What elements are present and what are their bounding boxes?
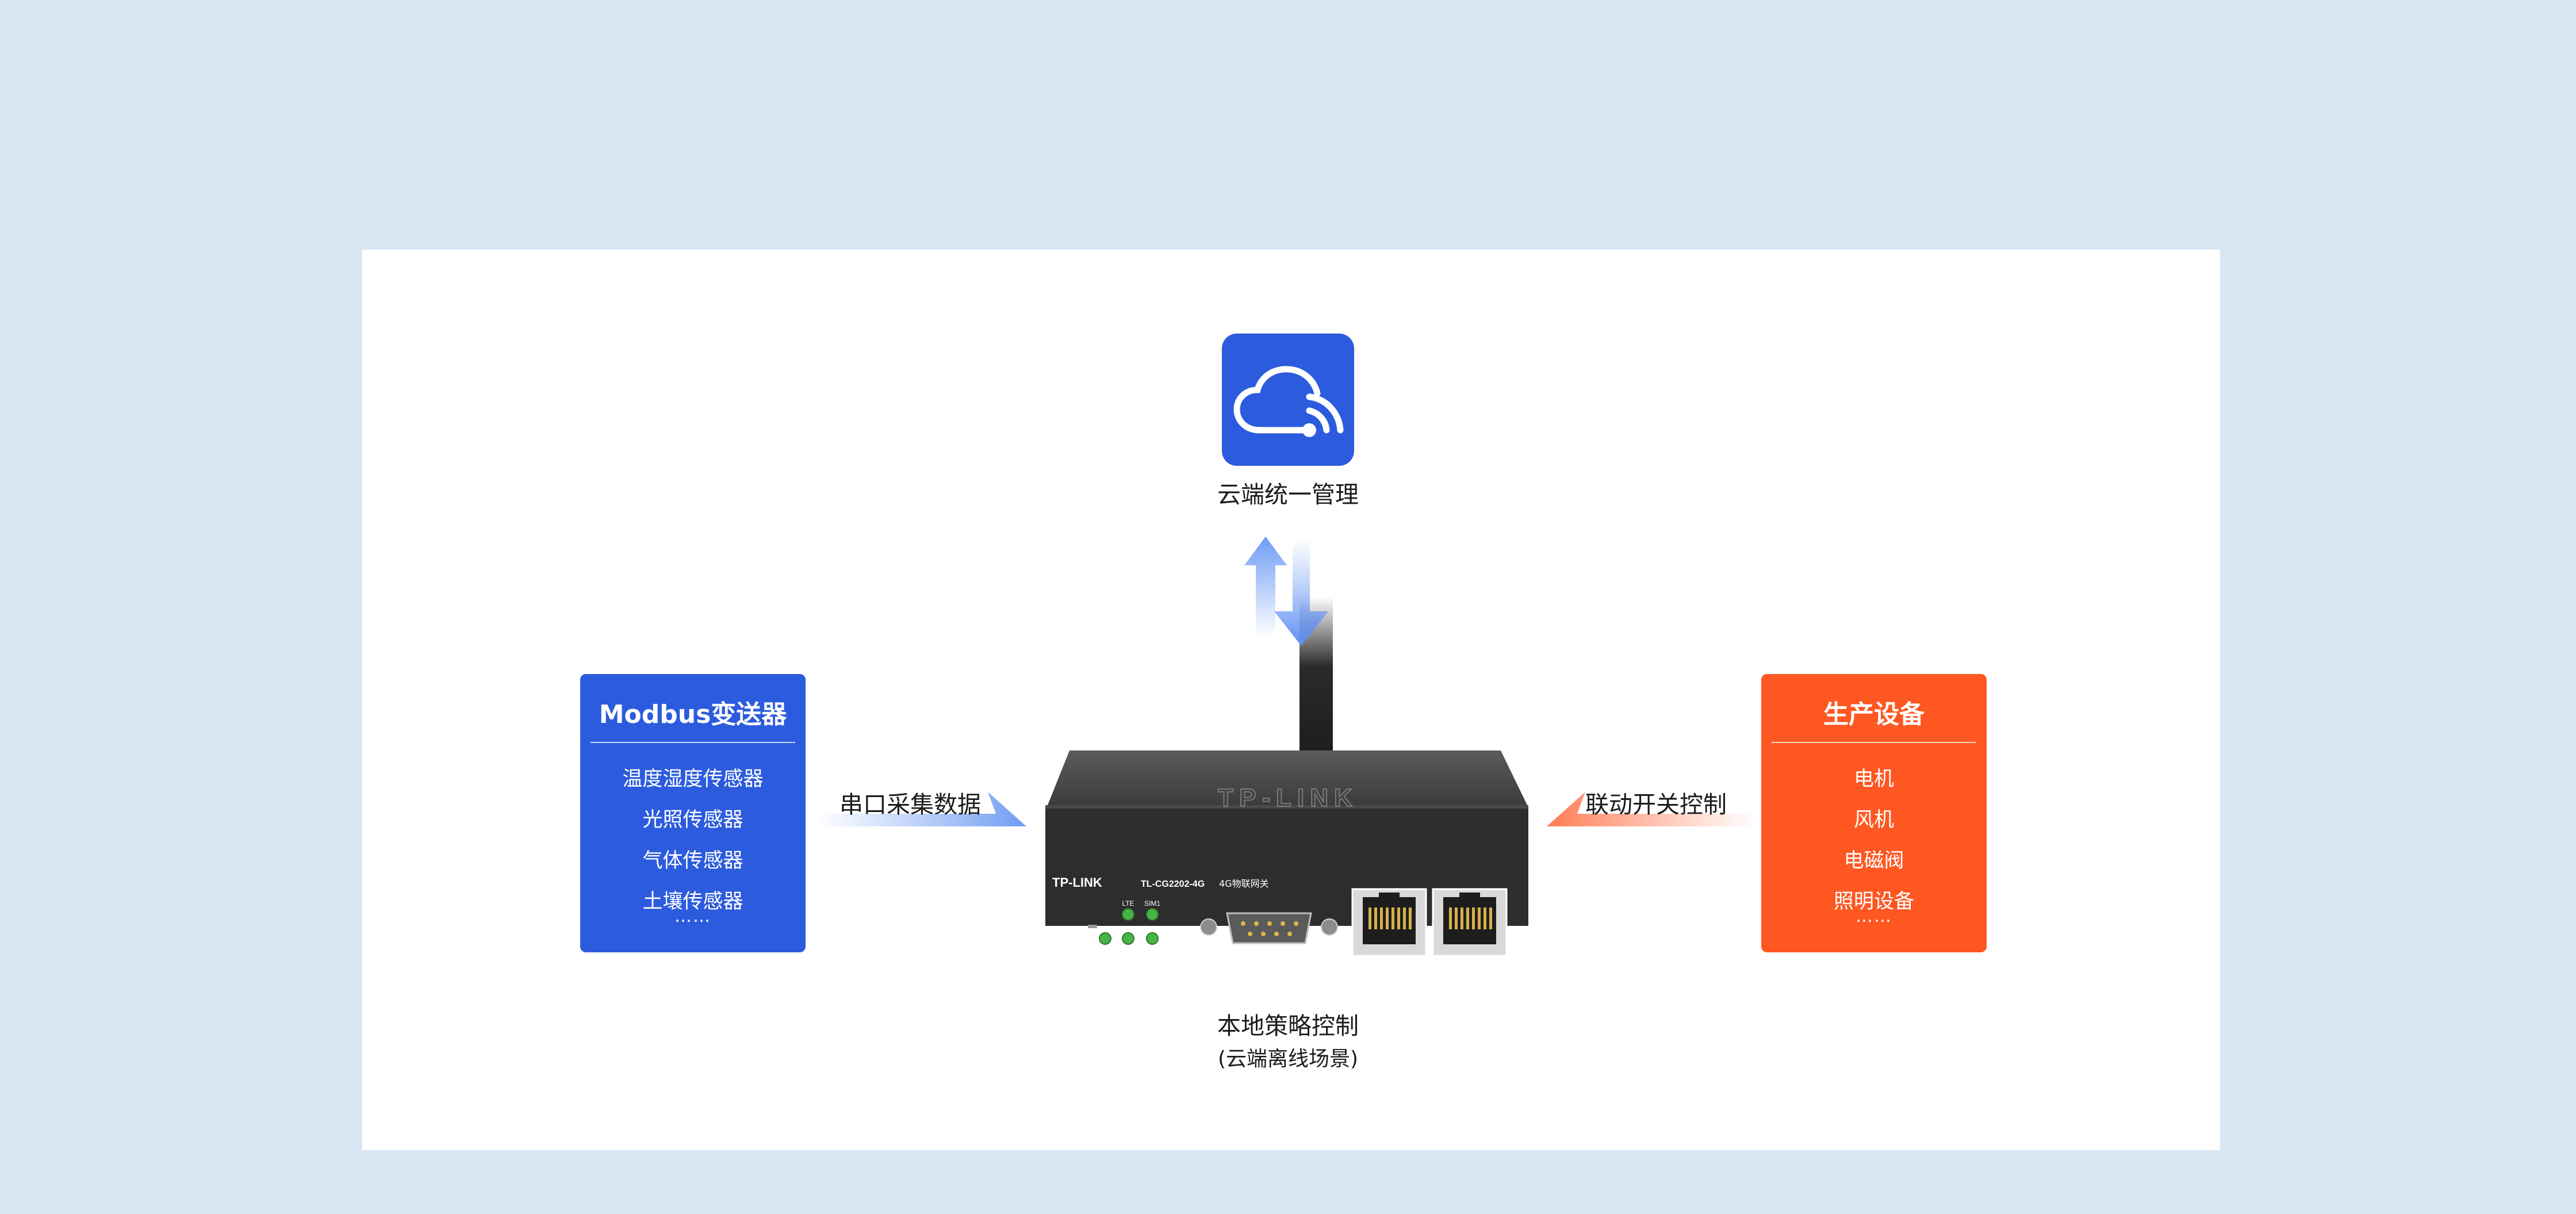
wan-lan-port <box>1351 888 1427 957</box>
list-item: 温度湿度传感器 <box>622 768 764 791</box>
right-arrow-label: 联动开关控制 <box>1585 791 1727 818</box>
left-arrow-label: 串口采集数据 <box>839 791 981 818</box>
more-indicator: …… <box>1856 906 1892 926</box>
front-brand: TP-LINK <box>1052 875 1102 890</box>
cloud-tile <box>1222 334 1354 466</box>
cloud-label: 云端统一管理 <box>1217 481 1359 508</box>
lan-port <box>1432 888 1508 957</box>
cloud-wifi-icon <box>1233 366 1344 437</box>
more-indicator: …… <box>674 906 711 926</box>
list-item: 气体传感器 <box>642 849 743 872</box>
panel-divider <box>591 742 795 743</box>
production-panel: 生产设备 电机 风机 电磁阀 照明设备 …… <box>1761 674 1987 952</box>
sync-arrows-icon <box>1244 537 1333 752</box>
panel-list: 电机 风机 电磁阀 照明设备 <box>1761 759 1987 922</box>
panel-title: 生产设备 <box>1823 700 1925 729</box>
led-label-sim1: SIM1 <box>1144 899 1160 907</box>
list-item: 电机 <box>1853 768 1894 791</box>
led-label-lte: LTE <box>1122 899 1134 907</box>
wan-lan-label: WAN/LAN <box>1373 958 1406 967</box>
device-label: 本地策略控制 <box>1217 1012 1359 1040</box>
list-item: 光照传感器 <box>642 809 743 832</box>
model-label: TL-CG2202-4G <box>1141 879 1205 889</box>
led-sys <box>1099 932 1111 945</box>
led-label-serial: Serial <box>1120 947 1137 955</box>
led-sim1 <box>1146 908 1159 921</box>
right-arrow-icon <box>1547 792 1757 826</box>
panel-divider <box>1772 742 1976 743</box>
list-item: 电磁阀 <box>1843 849 1904 872</box>
led-serial <box>1122 932 1134 945</box>
left-arrow-icon <box>816 792 1026 826</box>
type-label: 4G物联网关 <box>1219 878 1269 889</box>
list-item: 照明设备 <box>1833 890 1914 913</box>
led-sim2 <box>1146 932 1159 945</box>
list-item: 土壤传感器 <box>642 890 743 913</box>
gateway-device: TP-LINK TP-LINK TL-CG2202-4G 4G物联网关 LTE … <box>1045 750 1528 967</box>
led-label-sys: SYS <box>1098 947 1112 955</box>
device-sublabel: (云端离线场景) <box>1217 1047 1359 1071</box>
db9-sublabel: RS-232/422/485 <box>1242 956 1297 964</box>
panel-list: 温度湿度传感器 光照传感器 气体传感器 土壤传感器 <box>580 759 806 922</box>
top-logo: TP-LINK <box>1218 784 1358 812</box>
db9-label: DB9 <box>1262 947 1276 955</box>
lan-label: LAN <box>1462 958 1477 967</box>
panel-title: Modbus变送器 <box>599 700 787 729</box>
led-label-sim2: SIM2 <box>1144 947 1160 955</box>
list-item: 风机 <box>1853 809 1894 832</box>
led-lte <box>1122 908 1134 921</box>
modbus-panel: Modbus变送器 温度湿度传感器 光照传感器 气体传感器 土壤传感器 …… <box>580 674 806 952</box>
db9-port <box>1226 912 1312 944</box>
